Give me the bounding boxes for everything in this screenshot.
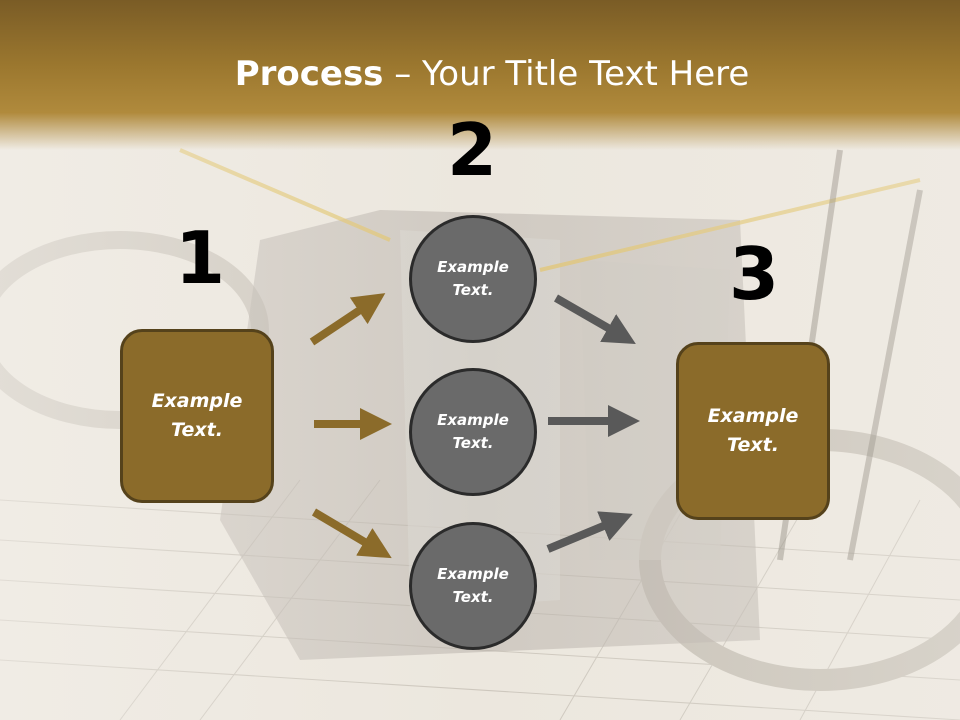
step-number-2: 2 [446, 108, 498, 192]
arrow-1-to-top-icon [309, 293, 386, 346]
slide-title: Process – Your Title Text Here [0, 52, 960, 96]
title-rest: – Your Title Text Here [383, 54, 750, 94]
step-2-circle-middle: Example Text. [409, 368, 537, 496]
step-3-text: Example Text. [707, 405, 799, 456]
step-number-3: 3 [728, 232, 780, 316]
title-banner [0, 0, 960, 150]
step-2-circle-bottom: Example Text. [409, 522, 537, 650]
circle-bottom-text: Example Text. [437, 565, 509, 606]
step-3-box: Example Text. [676, 342, 830, 520]
step-1-box: Example Text. [120, 329, 274, 503]
arrow-top-to-3-icon [554, 294, 636, 344]
step-number-1: 1 [174, 216, 226, 300]
arrow-1-to-bottom-icon [311, 508, 392, 559]
circle-middle-text: Example Text. [437, 411, 509, 452]
arrow-bottom-to-3-icon [546, 511, 633, 553]
circle-top-text: Example Text. [437, 258, 509, 299]
step-1-text: Example Text. [151, 390, 243, 441]
step-2-circle-top: Example Text. [409, 215, 537, 343]
title-bold: Process [234, 54, 384, 94]
